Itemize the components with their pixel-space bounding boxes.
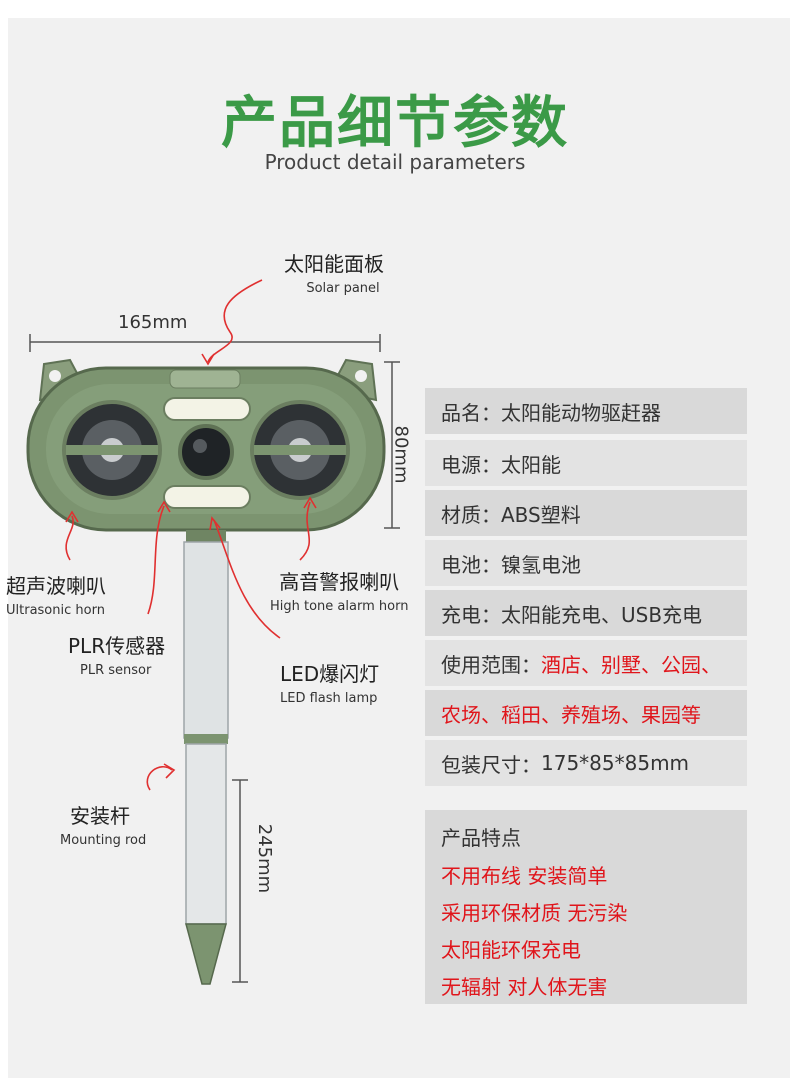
spec-value: ABS塑料	[501, 502, 581, 527]
spec-row-usage-cont: 农场、稻田、养殖场、果园等	[425, 690, 747, 736]
callout-plr-sensor-cn: PLR传感器	[68, 634, 166, 658]
callout-led-lamp: LED爆闪灯 LED flash lamp	[280, 658, 379, 706]
spec-label: 材质：	[441, 502, 501, 527]
rod-upper	[183, 541, 229, 739]
feature-item: 不用布线 安装简单	[441, 864, 608, 888]
spec-value: 太阳能充电、USB充电	[501, 602, 703, 627]
led-strip-top	[163, 397, 251, 421]
features-heading: 产品特点	[441, 826, 521, 850]
spec-value: 酒店、别墅、公园、	[541, 652, 721, 677]
rod-dimension-label: 245mm	[254, 823, 276, 894]
callout-alarm-horn-en: High tone alarm horn	[270, 599, 409, 614]
spec-row-package-size: 包装尺寸：175*85*85mm	[425, 740, 747, 786]
callout-ultrasonic-horn: 超声波喇叭 Ultrasonic horn	[6, 570, 106, 618]
callout-ultrasonic-horn-cn: 超声波喇叭	[6, 574, 106, 598]
rod-lower	[185, 743, 227, 925]
spec-row-usage: 使用范围：酒店、别墅、公园、	[425, 640, 747, 686]
spec-row-material: 材质：ABS塑料	[425, 490, 747, 536]
right-speaker	[250, 400, 350, 500]
callout-alarm-horn-cn: 高音警报喇叭	[279, 570, 400, 594]
spec-label: 包装尺寸：	[441, 752, 541, 777]
callout-solar-panel-en: Solar panel	[306, 281, 380, 296]
spec-row-name: 品名：太阳能动物驱赶器	[425, 388, 747, 434]
spec-value: 镍氢电池	[501, 552, 581, 577]
width-dimension-line	[29, 334, 381, 352]
height-dimension-label: 80mm	[390, 425, 412, 484]
left-speaker	[62, 400, 162, 500]
height-dimension-line	[384, 361, 400, 529]
feature-item: 无辐射 对人体无害	[441, 975, 608, 999]
width-dimension-label: 165mm	[118, 312, 188, 333]
plr-sensor-eye	[178, 424, 234, 480]
features-box: 产品特点 不用布线 安装简单 采用环保材质 无污染 太阳能环保充电 无辐射 对人…	[425, 810, 747, 1004]
callout-solar-panel-cn: 太阳能面板	[284, 252, 384, 276]
callout-plr-sensor-en: PLR sensor	[80, 663, 152, 678]
led-strip-bottom	[163, 485, 251, 509]
callout-alarm-horn: 高音警报喇叭 High tone alarm horn	[270, 566, 408, 614]
feature-item: 采用环保材质 无污染	[441, 901, 628, 925]
spec-row-power: 电源：太阳能	[425, 440, 747, 486]
spec-row-battery: 电池：镍氢电池	[425, 540, 747, 586]
spec-label: 使用范围：	[441, 652, 541, 677]
spec-label: 电池：	[441, 552, 501, 577]
callout-plr-sensor: PLR传感器 PLR sensor	[68, 630, 165, 678]
callout-led-lamp-cn: LED爆闪灯	[280, 662, 380, 686]
device-illustration	[26, 279, 400, 985]
spec-label: 品名：	[441, 400, 501, 425]
callout-mounting-rod-cn: 安装杆	[70, 804, 130, 828]
callout-mounting-rod-en: Mounting rod	[60, 833, 147, 848]
rod-neck	[186, 530, 226, 544]
callout-led-lamp-en: LED flash lamp	[280, 691, 378, 706]
spec-label: 电源：	[441, 452, 501, 477]
spec-value: 175*85*85mm	[541, 751, 690, 775]
page-subtitle: Product detail parameters	[264, 150, 526, 174]
feature-item: 太阳能环保充电	[441, 938, 581, 962]
spec-row-charging: 充电：太阳能充电、USB充电	[425, 590, 747, 636]
spec-value: 太阳能动物驱赶器	[501, 400, 661, 425]
page-title: 产品细节参数	[221, 91, 569, 156]
solar-panel	[169, 369, 241, 389]
rod-dimension-line	[232, 779, 248, 983]
spec-value: 农场、稻田、养殖场、果园等	[441, 702, 701, 727]
callout-solar-panel: 太阳能面板 Solar panel	[284, 248, 384, 296]
callout-ultrasonic-horn-en: Ultrasonic horn	[6, 603, 105, 618]
callout-mounting-rod: 安装杆 Mounting rod	[60, 800, 146, 848]
spec-value: 太阳能	[501, 452, 561, 477]
spec-label: 充电：	[441, 602, 501, 627]
rod-spike	[185, 923, 227, 985]
red-pointers	[65, 279, 317, 791]
